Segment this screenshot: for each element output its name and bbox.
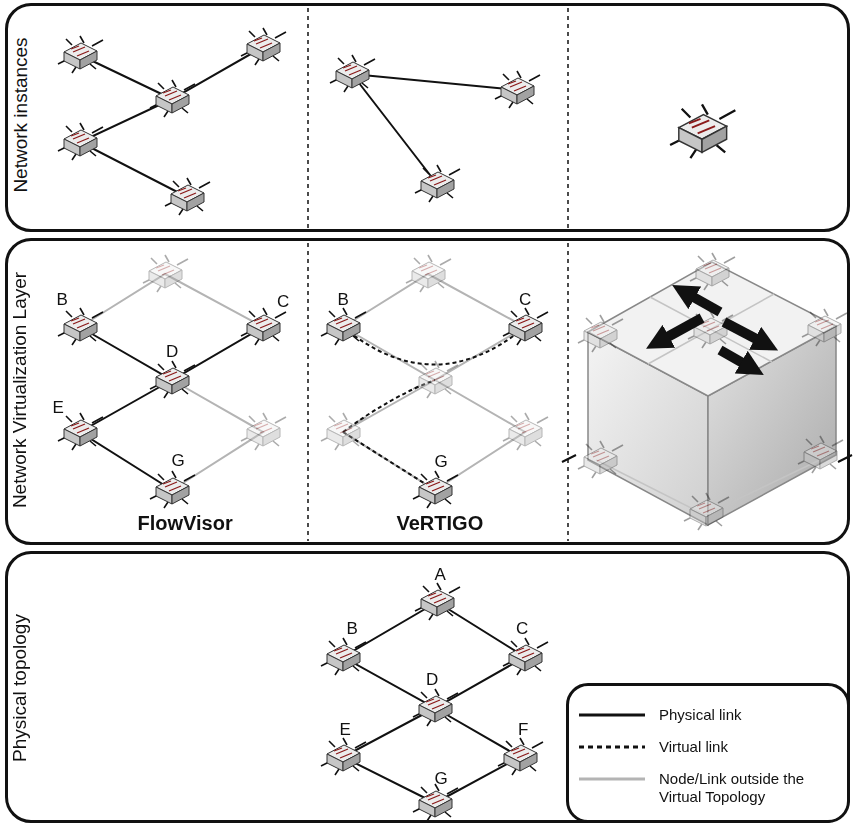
outside-links [80, 274, 525, 490]
node-letter: D [166, 342, 178, 362]
legend-sample [579, 742, 649, 752]
node-letter: E [53, 398, 64, 418]
divider [308, 8, 568, 541]
node-letter: C [516, 619, 528, 639]
big-switch [562, 253, 852, 530]
layer-title: Physical topology [9, 614, 31, 762]
node-letter: F [518, 720, 528, 740]
instance-switches [58, 28, 735, 215]
virtual-links [343, 327, 525, 490]
node-letter: E [340, 720, 351, 740]
legend-text: Node/Link outside the Virtual Topology [659, 770, 843, 806]
section-name: VeRTIGO [397, 511, 484, 535]
legend-sample [579, 774, 649, 784]
section-name: FlowVisor [138, 511, 233, 535]
node-letter: C [519, 290, 531, 310]
layer-panel: Network instances [5, 3, 850, 232]
node-letter: D [426, 670, 438, 690]
legend-text: Physical link [659, 706, 843, 724]
layer-title: Network instances [9, 37, 31, 192]
node-letter: G [435, 769, 448, 789]
physical-switches [321, 583, 548, 821]
node-letter: G [172, 451, 185, 471]
node-letter: A [435, 565, 446, 585]
flowvisor-switches [58, 255, 286, 508]
physical-links [80, 327, 263, 490]
legend-box: Physical linkVirtual linkNode/Link outsi… [566, 683, 850, 823]
layer-title: Network Virtualization Layer [9, 272, 31, 508]
legend-text: Virtual link [659, 738, 843, 756]
physical-topology-links [343, 602, 525, 803]
legend-sample [579, 710, 649, 720]
node-letter: G [435, 452, 448, 472]
node-letter: B [347, 619, 358, 639]
node-letter: C [277, 292, 289, 312]
vertigo-switches [321, 255, 548, 508]
node-letter: B [57, 290, 68, 310]
layer-panel: Network Virtualization Layer [5, 238, 850, 545]
node-letter: B [338, 290, 349, 310]
